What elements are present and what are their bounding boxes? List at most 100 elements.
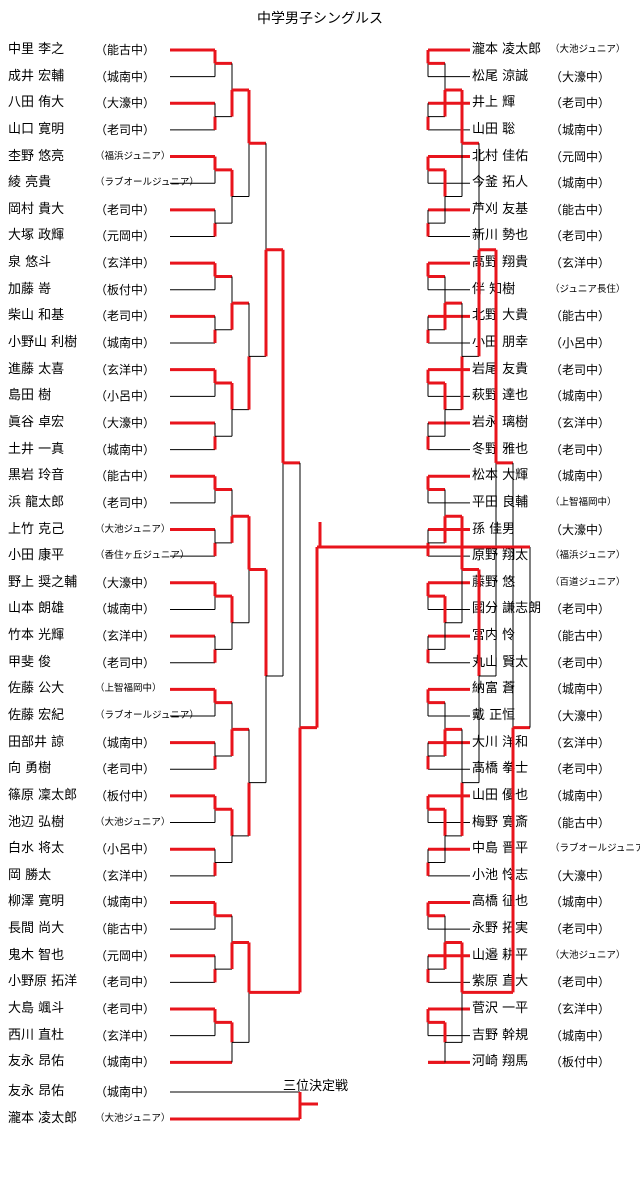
right-player-club: （福浜ジュニア） [550, 550, 626, 562]
left-player-club: （福浜ジュニア） [95, 150, 171, 162]
left-player-name: 柳澤 寛明 [8, 894, 65, 910]
left-player-name: 中里 李之 [8, 42, 65, 57]
third-place-player-club: （城南中） [95, 1085, 156, 1099]
right-player-name: 丸山 賢太 [472, 654, 529, 670]
right-player-name: 新川 勢也 [472, 228, 529, 244]
right-player-club: （城南中） [550, 788, 611, 803]
left-player-club: （玄洋中） [95, 629, 156, 644]
right-player-name: 平田 良輔 [472, 494, 529, 510]
left-player-club: （老司中） [95, 309, 156, 324]
left-player-name: 山口 寛明 [8, 121, 65, 137]
left-player-club: （玄洋中） [95, 362, 156, 377]
right-player-name: 冬野 雅也 [472, 441, 529, 457]
left-player-club: （玄洋中） [95, 868, 156, 883]
left-player-name: 眞谷 卓宏 [8, 414, 65, 430]
left-player-name: 柴山 和基 [8, 308, 65, 324]
right-player-club: （老司中） [550, 922, 611, 937]
left-player-name: 長間 尚大 [8, 921, 65, 937]
left-player-club: （大池ジュニア） [95, 523, 171, 535]
left-player-club: （老司中） [95, 202, 156, 217]
right-player-name: 藤野 悠 [472, 574, 516, 590]
third-place-player-name: 瀧本 凌太郎 [8, 1111, 78, 1126]
left-player-name: 成井 宏輔 [8, 68, 65, 84]
right-player-club: （老司中） [550, 655, 611, 670]
right-player-name: 河崎 翔馬 [472, 1054, 529, 1070]
left-player-name: 向 勇樹 [8, 761, 52, 777]
left-player-name: 篠原 凜太郎 [8, 787, 78, 803]
left-player-club: （老司中） [95, 495, 156, 510]
right-player-name: 菅沢 一平 [472, 1001, 529, 1017]
left-player-name: 鬼木 智也 [8, 947, 65, 963]
third-place-title: 三位決定戦 [283, 1079, 349, 1094]
left-player-name: 白水 将太 [8, 841, 65, 857]
right-player-club: （元岡中） [550, 149, 611, 164]
right-player-club: （老司中） [550, 229, 611, 244]
left-player-name: 甲斐 俊 [8, 654, 52, 670]
left-player-club: （元岡中） [95, 948, 156, 963]
right-player-name: 芦刈 友基 [472, 201, 529, 217]
right-player-name: 納富 蒼 [472, 681, 516, 697]
left-player-name: 池辺 弘樹 [8, 814, 65, 830]
left-player-name: 佐藤 宏紀 [8, 708, 65, 723]
right-player-club: （百道ジュニア） [550, 576, 626, 588]
right-player-club: （能古中） [550, 629, 611, 644]
right-player-club: （能古中） [550, 202, 611, 217]
left-player-club: （元岡中） [95, 229, 156, 244]
right-player-name: 北村 佳佑 [472, 148, 529, 164]
left-player-club: （大池ジュニア） [95, 816, 171, 828]
left-player-club: （能古中） [95, 469, 156, 484]
left-player-club: （能古中） [95, 43, 156, 57]
left-player-name: 野上 奨之輔 [8, 574, 78, 590]
left-player-name: 小野原 拓洋 [8, 974, 78, 990]
right-player-club: （玄洋中） [550, 735, 611, 750]
left-player-club: （玄洋中） [95, 256, 156, 271]
right-player-name: 北野 大貴 [472, 308, 529, 324]
right-player-name: 山田 聡 [472, 121, 516, 137]
left-player-club: （ラブオールジュニア） [95, 710, 199, 721]
left-player-club: （大濠中） [95, 96, 156, 111]
right-player-name: 松尾 涼誠 [472, 68, 529, 84]
right-player-name: 小田 朋幸 [472, 335, 529, 351]
right-player-name: 戴 正恒 [472, 708, 516, 723]
right-player-club: （大濠中） [550, 709, 611, 723]
third-place-player-club: （大池ジュニア） [95, 1113, 171, 1124]
left-player-club: （上智福岡中） [95, 683, 162, 695]
right-player-club: （老司中） [550, 602, 611, 617]
left-player-name: 小野山 利樹 [8, 335, 78, 351]
right-player-name: 瀧本 凌太郎 [472, 42, 542, 57]
right-player-club: （板付中） [550, 1055, 611, 1070]
right-player-name: 吉野 幹規 [472, 1027, 529, 1043]
left-player-name: 泉 悠斗 [8, 255, 52, 271]
left-player-club: （老司中） [95, 655, 156, 670]
left-player-club: （香住ヶ丘ジュニア） [95, 550, 190, 562]
right-player-club: （玄洋中） [550, 1002, 611, 1017]
left-player-club: （老司中） [95, 762, 156, 777]
right-player-club: （城南中） [550, 469, 611, 484]
left-player-name: 上竹 克己 [8, 521, 65, 537]
right-player-club: （大池ジュニア） [550, 949, 626, 961]
right-player-club: （小呂中） [550, 336, 611, 351]
right-player-name: 原野 翔太 [472, 548, 529, 564]
left-player-club: （玄洋中） [95, 1028, 156, 1043]
right-player-name: 萩野 達也 [472, 388, 529, 404]
right-player-club: （城南中） [550, 176, 611, 191]
left-player-name: 綾 亮貴 [8, 175, 52, 191]
right-player-name: 今釜 拓人 [472, 175, 529, 191]
left-player-name: 岡村 貴大 [8, 201, 65, 217]
right-player-name: 岩尾 友貴 [472, 361, 529, 377]
left-player-club: （大濠中） [95, 415, 156, 430]
left-player-club: （城南中） [95, 1055, 156, 1070]
left-player-club: （城南中） [95, 735, 156, 750]
left-player-club: （城南中） [95, 442, 156, 457]
left-player-club: （小呂中） [95, 389, 156, 404]
left-player-club: （城南中） [95, 69, 156, 84]
left-player-name: 黒岩 玲音 [8, 468, 65, 484]
left-player-club: （城南中） [95, 336, 156, 351]
left-player-name: 田部井 諒 [8, 734, 65, 750]
right-player-club: （ジュニア長住） [550, 283, 626, 295]
left-player-name: 土井 一真 [8, 441, 65, 457]
right-player-name: 孫 佳男 [472, 521, 516, 537]
right-player-name: 宮内 怜 [472, 628, 516, 644]
right-player-club: （大濠中） [550, 522, 611, 537]
